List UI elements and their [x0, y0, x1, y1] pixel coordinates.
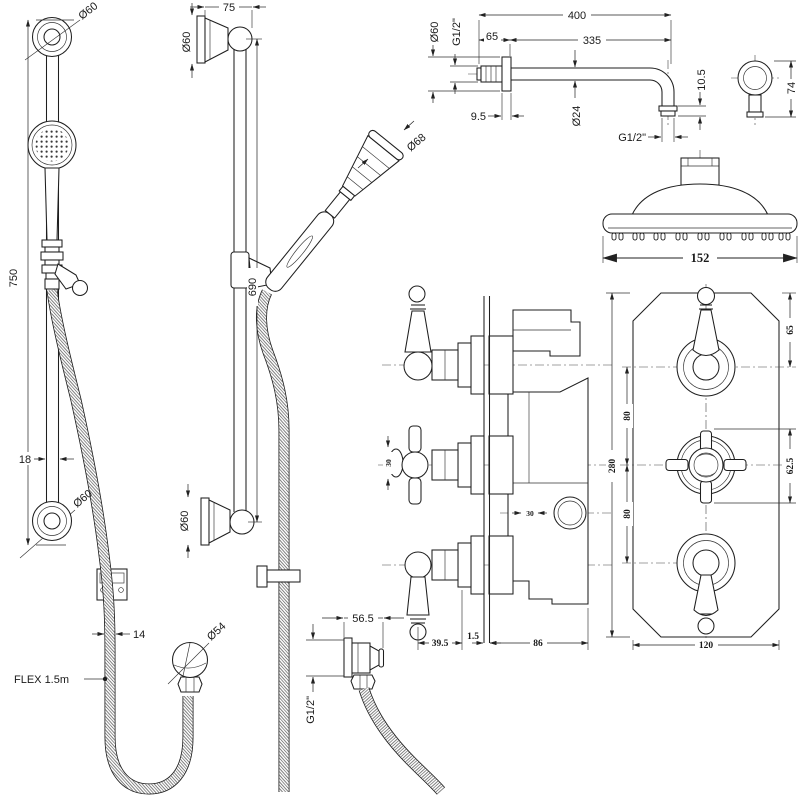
- view-valve-front: 65 62.5 280 80 80 120: [606, 284, 796, 651]
- dim-label-outlet-width: 56.5: [352, 613, 373, 625]
- dim-label-cone-dia: Ø54: [205, 620, 228, 643]
- faceplate-lever-bottom: [676, 533, 736, 635]
- dim-label-rail-width: 18: [19, 454, 31, 466]
- dim-label-rail-length: 690: [247, 278, 259, 296]
- valve-body: [507, 309, 589, 605]
- dims-valve-side: 30 39.5 1.5 86: [417, 509, 589, 650]
- valve-cartridge: [488, 535, 514, 595]
- dim-label-plate-gap: 1.5: [467, 632, 479, 642]
- dims-middle-view: 75 Ø60 690 Ø60 Ø68 56.5 G1/2": [179, 1, 428, 724]
- dim-label-tube-dia: Ø24: [571, 106, 583, 127]
- dim-label-outlet-dia: 30: [526, 509, 534, 518]
- shower-arm-end-view: 74: [731, 55, 798, 125]
- dim-label-cross-span: 62.5: [786, 457, 796, 474]
- dim-label-top-bracket-dia: Ø60: [76, 0, 100, 22]
- bottom-rail-bracket: [31, 500, 73, 542]
- hose-guide-clip: [256, 565, 301, 588]
- shower-arm-body: [476, 56, 678, 117]
- valve-cartridge: [488, 335, 514, 395]
- valve-station-mid: 30: [383, 425, 485, 505]
- hose-cone-connector: [171, 641, 209, 693]
- dim-label-hose-width: 14: [133, 629, 145, 641]
- shower-head-body: [602, 157, 798, 234]
- dim-label-head-dia: 152: [691, 251, 710, 265]
- dims-shower-head: 152: [602, 236, 798, 265]
- dim-label-plate-height: 280: [608, 459, 618, 474]
- dim-label-top-bracket-dia: Ø60: [181, 32, 193, 53]
- dims-valve-front: 65 62.5 280 80 80 120: [606, 292, 796, 651]
- dim-label-handle-depth: 39.5: [432, 639, 449, 649]
- dim-label-drop: 10.5: [696, 69, 708, 90]
- view-shower-arm: 400 335 65 Ø60 G1/2" 9.5 Ø24 10.5 G1/2: [428, 9, 798, 144]
- dim-label-total-length: 400: [568, 10, 586, 22]
- dim-label-outlet-thread: G1/2": [618, 132, 646, 144]
- dim-label-knob-dia: 30: [384, 459, 393, 467]
- valve-station-bottom: [404, 535, 485, 641]
- top-rail-bracket: [24, 16, 81, 61]
- handset-holder-lever: [54, 263, 89, 297]
- dim-label-plate-width: 120: [699, 641, 714, 651]
- dim-label-bottom-bracket-dia: Ø60: [179, 511, 191, 532]
- dim-label-bracket-depth: 75: [223, 2, 235, 14]
- view-shower-head: 152: [602, 150, 798, 265]
- dim-label-flange-depth: 9.5: [471, 111, 486, 123]
- dims-shower-arm: 400 335 65 Ø60 G1/2" 9.5 Ø24 10.5 G1/2: [428, 9, 708, 144]
- dim-label-side-drop: 74: [786, 82, 798, 94]
- faceplate-cross-handle: [665, 430, 747, 504]
- dim-label-outlet-thread: G1/2": [305, 696, 317, 724]
- view-rail-kit-side: 750 Ø60 Ø60 18 14 FLEX 1.5m Ø54: [8, 0, 228, 795]
- dim-label-handset-dia: Ø68: [405, 131, 429, 154]
- top-rail-bracket: [196, 15, 253, 64]
- valve-station-top: [403, 285, 485, 395]
- dim-label-arm-length: 335: [583, 35, 601, 47]
- dim-label-flange-dia: Ø60: [429, 22, 441, 43]
- dim-label-wall-offset: 65: [486, 31, 498, 43]
- faceplate-lever-top: [676, 286, 736, 397]
- bottom-rail-bracket: [200, 497, 255, 546]
- view-rail-kit-front: 75 Ø60 690 Ø60 Ø68 56.5 G1/2": [179, 1, 446, 795]
- shower-hose: [46, 289, 194, 795]
- dim-label-spacing-top: 80: [623, 411, 633, 421]
- dim-label-body-depth: 86: [533, 639, 543, 649]
- wall-outlet-elbow: [343, 637, 446, 795]
- view-valve-side: 30 30 39.5 1.5 86: [378, 285, 615, 650]
- shower-head-nozzles: [611, 232, 791, 241]
- dim-label-rail-height: 750: [8, 269, 20, 287]
- label-flex-hose: FLEX 1.5m: [14, 674, 69, 686]
- dim-label-top-offset: 65: [786, 325, 796, 335]
- handset-side-view: [27, 120, 77, 290]
- shower-hose: [256, 289, 290, 792]
- dim-label-spacing-bottom: 80: [623, 509, 633, 519]
- leader-dot: [102, 676, 108, 682]
- handset-front-view: [265, 129, 404, 292]
- dim-label-wall-thread: G1/2": [451, 18, 463, 46]
- valve-cartridge: [488, 435, 514, 495]
